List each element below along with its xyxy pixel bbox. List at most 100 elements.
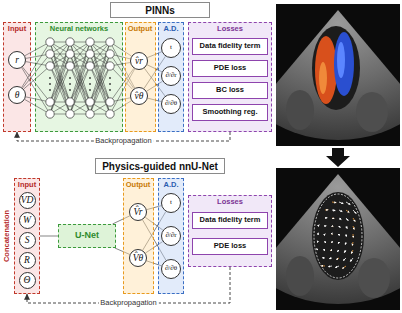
cavity — [312, 26, 360, 110]
loss-box: BC loss — [192, 82, 268, 99]
input-group: Inputrθ — [3, 22, 31, 132]
velocity-arrow — [344, 250, 346, 253]
network-wire — [50, 66, 70, 114]
velocity-arrow — [337, 250, 339, 252]
velocity-arrow — [329, 258, 332, 260]
side-label: Concatenation — [3, 210, 11, 262]
velocity-vectors — [316, 202, 356, 269]
velocity-arrow — [321, 265, 325, 266]
ellipsis-dot — [89, 77, 91, 79]
velocity-arrow — [339, 234, 340, 236]
network-wire — [24, 66, 50, 89]
doppler-blue-core — [337, 42, 345, 78]
cavity — [312, 192, 364, 280]
node-text: V̂θ — [133, 253, 143, 263]
network-wire — [70, 66, 90, 114]
title-box: Physics-guided nnU-Net — [95, 158, 225, 174]
loss-group: LossesData fidelity termPDE loss — [188, 195, 272, 267]
velocity-arrow — [332, 210, 335, 212]
node-text: R — [24, 255, 30, 265]
group-heading: Input — [18, 181, 36, 189]
ultrasound-fan — [276, 10, 400, 140]
node-text: S — [25, 235, 30, 245]
velocity-arrow — [346, 218, 348, 221]
node-text: W — [23, 215, 31, 225]
velocity-arrow — [330, 250, 332, 252]
node-text: PDE loss — [214, 242, 247, 250]
ellipsis-dot — [49, 89, 51, 91]
node-text: ∂/∂θ — [165, 265, 177, 273]
velocity-arrow — [346, 210, 349, 213]
neuron — [46, 38, 54, 46]
ellipsis-dot — [89, 83, 91, 85]
neuron — [106, 50, 114, 58]
neuron — [86, 98, 94, 106]
node-text: r — [15, 55, 19, 65]
variable-node: r — [8, 51, 26, 69]
group-heading: A.D. — [164, 25, 179, 33]
tissue — [286, 90, 314, 130]
ad-group: A.D.t∂/∂r∂/∂θ — [158, 22, 184, 132]
velocity-arrow — [342, 266, 346, 269]
node-text: Data fidelity term — [200, 42, 261, 50]
node-text: ∂/∂r — [165, 232, 176, 240]
node-text: t — [170, 44, 172, 52]
node-text: ∂/∂r — [165, 72, 176, 80]
neuron — [66, 62, 74, 70]
network-illustration — [35, 22, 123, 132]
ellipsis-dot — [49, 77, 51, 79]
neuron — [66, 98, 74, 106]
derivative-node: ∂/∂r — [161, 226, 181, 246]
velocity-arrow — [339, 202, 343, 204]
velocity-arrow — [336, 258, 339, 260]
velocity-arrow — [332, 218, 334, 220]
group-heading: Neural networks — [50, 25, 108, 33]
velocity-arrow — [353, 234, 354, 238]
loss-box: Data fidelity term — [192, 38, 268, 55]
velocity-arrow — [346, 202, 350, 205]
node-text: t — [170, 199, 172, 207]
group-heading: Output — [126, 181, 151, 189]
neuron — [66, 110, 74, 118]
loss-box: Data fidelity term — [192, 212, 268, 229]
velocity-arrow — [328, 266, 332, 268]
neuron — [66, 38, 74, 46]
loss-group: LossesData fidelity termPDE lossBC lossS… — [188, 22, 272, 132]
velocity-arrow — [353, 210, 356, 214]
velocity-arrow — [339, 218, 341, 220]
node-text: PINNs — [145, 5, 174, 16]
velocity-arrow — [343, 258, 346, 261]
variable-node: V̂r — [129, 203, 147, 221]
doppler-red-core — [319, 62, 327, 94]
derivative-node: ∂/∂θ — [161, 259, 181, 279]
ellipsis-dot — [69, 77, 71, 79]
velocity-arrow — [351, 250, 353, 254]
node-text: VD — [21, 195, 34, 205]
neuron — [106, 38, 114, 46]
velocity-arrow — [325, 209, 328, 210]
node-text: v̂θ — [135, 91, 144, 101]
edge-label: Backpropagation — [93, 137, 153, 145]
neuron — [106, 110, 114, 118]
velocity-arrow — [353, 218, 355, 222]
velocity-arrow — [332, 202, 336, 204]
node-text: Smoothing reg. — [203, 108, 258, 116]
derivative-node: t — [161, 193, 181, 213]
velocity-arrow — [318, 225, 319, 226]
node-text: V̂r — [134, 207, 143, 217]
network-wire — [90, 66, 110, 114]
title-box: PINNs — [110, 2, 210, 18]
velocity-arrow — [325, 233, 326, 234]
cavity-outline — [314, 194, 362, 278]
unet-box: U-Net — [58, 224, 116, 248]
velocity-arrow — [339, 210, 342, 212]
velocity-arrow — [316, 249, 318, 250]
velocity-arrow — [352, 242, 354, 246]
neuron — [86, 50, 94, 58]
variable-node: V̂θ — [129, 249, 147, 267]
variable-node: R — [19, 252, 36, 269]
velocity-arrow — [318, 233, 319, 234]
group-heading: Input — [8, 25, 26, 33]
doppler-image — [276, 10, 400, 140]
